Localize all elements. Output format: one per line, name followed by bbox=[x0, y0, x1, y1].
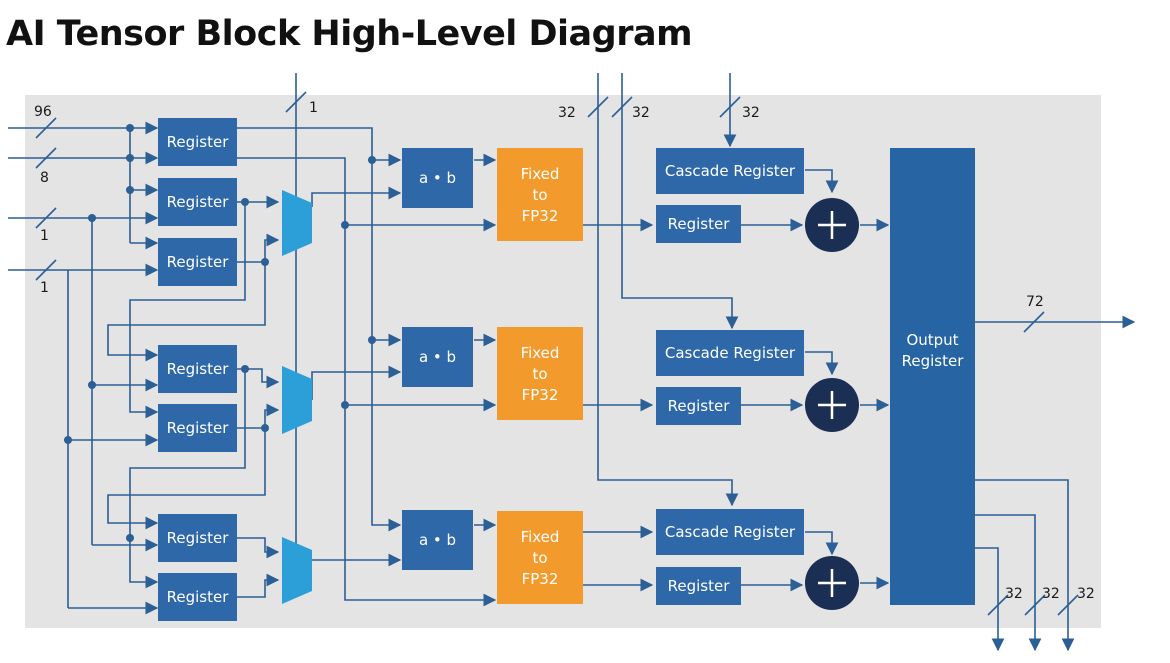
multiplexer-1 bbox=[282, 190, 312, 256]
fixed-label-line2: to bbox=[532, 186, 547, 204]
input-register-7: Register bbox=[158, 573, 237, 621]
input-register-1: Register bbox=[158, 118, 237, 166]
fixed-to-fp32-1: Fixed to FP32 bbox=[497, 148, 583, 241]
input-register-2: Register bbox=[158, 178, 237, 226]
adder-1 bbox=[805, 198, 859, 252]
accumulate-register-2: Register bbox=[656, 387, 741, 425]
bus-width-cascade-in-1: 32 bbox=[558, 105, 576, 121]
fixed-label-line3: FP32 bbox=[522, 207, 559, 225]
fixed-label-line3: FP32 bbox=[522, 386, 559, 404]
cascade-register-1: Cascade Register bbox=[656, 148, 804, 194]
multiplexer-3 bbox=[282, 537, 312, 604]
output-register-line2: Register bbox=[902, 352, 965, 370]
register-label: Register bbox=[668, 397, 731, 415]
adder-3 bbox=[805, 556, 859, 610]
dot-product-label: a • b bbox=[419, 531, 456, 549]
output-register: Output Register bbox=[890, 148, 975, 605]
input-register-6: Register bbox=[158, 514, 237, 562]
register-label: Register bbox=[167, 419, 230, 437]
bus-width-in-d: 1 bbox=[40, 280, 49, 296]
bus-width-cascade-in-2: 32 bbox=[632, 105, 650, 121]
bus-width-cascade-out-1: 32 bbox=[1005, 586, 1023, 602]
bus-width-top-ctrl: 1 bbox=[309, 100, 318, 116]
bus-width-in-a: 96 bbox=[34, 104, 52, 120]
wires bbox=[8, 73, 1136, 652]
fixed-to-fp32-3: Fixed to FP32 bbox=[497, 511, 583, 604]
bus-width-in-c: 1 bbox=[40, 228, 49, 244]
cascade-register-2: Cascade Register bbox=[656, 330, 804, 376]
cascade-register-3: Cascade Register bbox=[656, 509, 804, 555]
accumulate-register-1: Register bbox=[656, 205, 741, 243]
input-register-4: Register bbox=[158, 345, 237, 393]
bus-width-cascade-in-3: 32 bbox=[742, 105, 760, 121]
register-label: Register bbox=[167, 360, 230, 378]
register-label: Register bbox=[167, 133, 230, 151]
dot-product-3: a • b bbox=[402, 510, 473, 570]
bus-width-cascade-out-3: 32 bbox=[1077, 586, 1095, 602]
bus-width-output: 72 bbox=[1026, 294, 1044, 310]
register-label: Register bbox=[668, 215, 731, 233]
bus-width-in-b: 8 bbox=[40, 170, 49, 186]
adder-2 bbox=[805, 378, 859, 432]
dot-product-2: a • b bbox=[402, 327, 473, 387]
junction-dots bbox=[64, 124, 376, 542]
bus-width-cascade-out-2: 32 bbox=[1042, 586, 1060, 602]
accumulate-register-3: Register bbox=[656, 567, 741, 605]
register-label: Register bbox=[668, 577, 731, 595]
multiplexer-2 bbox=[282, 366, 312, 434]
fixed-label-line1: Fixed bbox=[521, 344, 560, 362]
output-register-line1: Output bbox=[906, 331, 958, 349]
fixed-label-line2: to bbox=[532, 549, 547, 567]
input-register-3: Register bbox=[158, 238, 237, 286]
register-label: Register bbox=[167, 529, 230, 547]
fixed-label-line2: to bbox=[532, 365, 547, 383]
dot-product-label: a • b bbox=[419, 169, 456, 187]
register-label: Register bbox=[167, 193, 230, 211]
cascade-register-label: Cascade Register bbox=[665, 344, 796, 362]
diagram-title: AI Tensor Block High-Level Diagram bbox=[6, 14, 693, 54]
fixed-label-line1: Fixed bbox=[521, 165, 560, 183]
fixed-label-line3: FP32 bbox=[522, 570, 559, 588]
cascade-register-label: Cascade Register bbox=[665, 523, 796, 541]
dot-product-1: a • b bbox=[402, 148, 473, 208]
register-label: Register bbox=[167, 253, 230, 271]
fixed-to-fp32-2: Fixed to FP32 bbox=[497, 327, 583, 420]
input-register-5: Register bbox=[158, 404, 237, 452]
cascade-register-label: Cascade Register bbox=[665, 162, 796, 180]
dot-product-label: a • b bbox=[419, 348, 456, 366]
fixed-label-line1: Fixed bbox=[521, 528, 560, 546]
register-label: Register bbox=[167, 588, 230, 606]
